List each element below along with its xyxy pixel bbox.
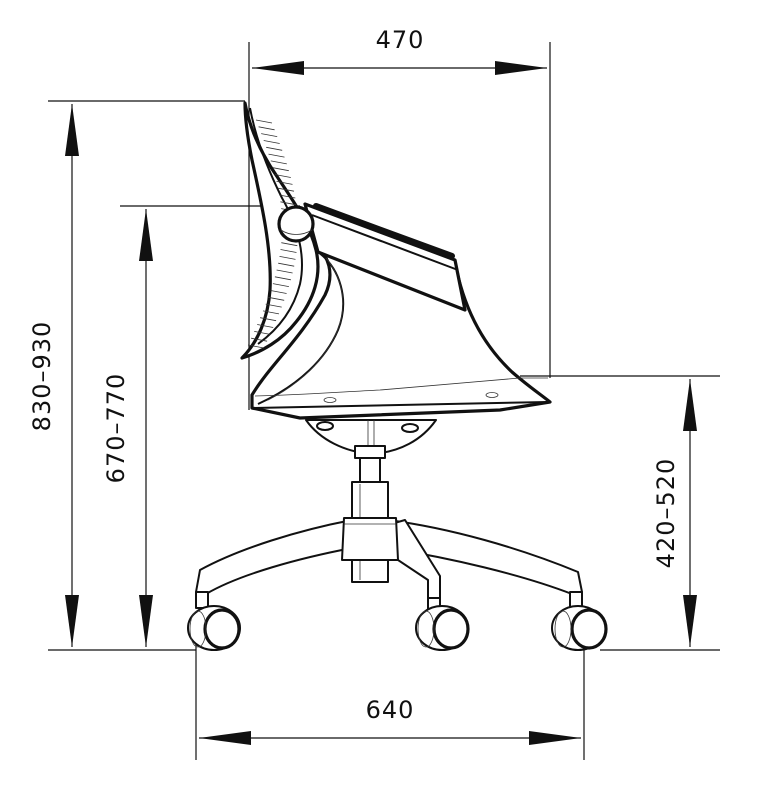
arrow-down-icon	[65, 595, 79, 647]
dimension-width: 470	[248, 26, 551, 410]
caster-left	[187, 591, 241, 651]
mesh-rib	[272, 167, 289, 172]
mesh-rib	[254, 331, 271, 335]
caster-rim	[189, 610, 207, 648]
seat-side-curve-inner	[267, 257, 344, 401]
mesh-rib	[255, 119, 273, 124]
seat-underside	[251, 401, 549, 409]
mesh-rib	[268, 296, 285, 301]
mesh-rib	[262, 310, 280, 315]
caster-right	[551, 591, 608, 651]
mesh-rib	[279, 256, 296, 260]
caster-wheel-icon	[203, 608, 241, 650]
seat-height-label: 420–520	[652, 458, 680, 569]
mesh-rib	[263, 140, 280, 144]
mesh-rib	[276, 269, 293, 274]
arrow-down-icon	[683, 595, 697, 647]
mesh-rib	[258, 126, 275, 131]
mesh-rib	[251, 337, 268, 342]
dimension-armrest-height: 670–770	[102, 205, 300, 647]
mesh-rib	[257, 324, 274, 328]
mesh-rib	[278, 262, 295, 267]
pivot-knob-highlight	[280, 229, 313, 235]
caster-wheel-icon	[570, 608, 608, 650]
mesh-rib	[268, 153, 285, 158]
gas-lift-piston	[359, 457, 381, 485]
base-hub	[341, 517, 399, 561]
mesh-rib	[281, 242, 298, 247]
chair-base	[195, 517, 583, 601]
seat-plate-line	[254, 377, 548, 397]
arrow-right-icon	[529, 731, 581, 745]
chair-casters	[187, 591, 608, 651]
gas-lift-cap	[354, 445, 386, 459]
mesh-rib	[272, 283, 289, 287]
mesh-rib	[265, 303, 282, 308]
arrow-right-icon	[495, 61, 547, 75]
mesh-rib	[274, 276, 291, 281]
armrest-pad	[313, 203, 455, 259]
arrow-left-icon	[199, 731, 251, 745]
mesh-rib	[266, 146, 283, 151]
caster-wheel-icon	[432, 608, 470, 650]
width-label: 470	[376, 26, 425, 54]
arrow-up-icon	[683, 379, 697, 431]
caster-middle	[415, 597, 470, 651]
base-width-label: 640	[366, 696, 415, 724]
arrow-left-icon	[252, 61, 304, 75]
mesh-rib	[247, 344, 265, 349]
caster-rim	[417, 610, 435, 648]
mesh-rib	[274, 174, 291, 178]
mesh-rib	[276, 181, 293, 185]
mesh-rib	[260, 317, 277, 322]
mesh-rib	[279, 194, 296, 199]
base-leg-left	[195, 519, 353, 595]
dimension-seat-height: 420–520	[520, 375, 720, 651]
armrest-edge	[311, 214, 459, 271]
mesh-rib	[280, 201, 297, 206]
pivot-knob-icon	[277, 205, 315, 243]
chair-seat-shell	[250, 202, 552, 420]
chair-mechanism	[305, 419, 437, 459]
caster-rim	[554, 610, 572, 648]
caster-stem	[195, 591, 209, 609]
seat-bolt-icon	[323, 397, 337, 403]
mesh-rib	[270, 160, 287, 165]
seat-bolt-icon	[485, 392, 499, 398]
armrest-height-label: 670–770	[102, 373, 130, 484]
arrow-up-icon	[65, 104, 79, 156]
armrest-pivot	[277, 205, 315, 243]
total-height-label: 830–930	[28, 321, 56, 432]
mesh-rib	[280, 249, 297, 253]
mesh-rib	[277, 187, 295, 192]
mechanism-screw-icon	[316, 421, 334, 431]
mesh-rib	[261, 133, 278, 137]
mechanism-screw-icon	[401, 423, 419, 433]
arrow-down-icon	[139, 595, 153, 647]
dimension-base-width: 640	[195, 640, 585, 760]
dimension-total-height: 830–930	[28, 100, 245, 651]
arrow-up-icon	[139, 209, 153, 261]
seat-bottom-edge	[299, 401, 549, 419]
mesh-rib	[270, 290, 287, 294]
